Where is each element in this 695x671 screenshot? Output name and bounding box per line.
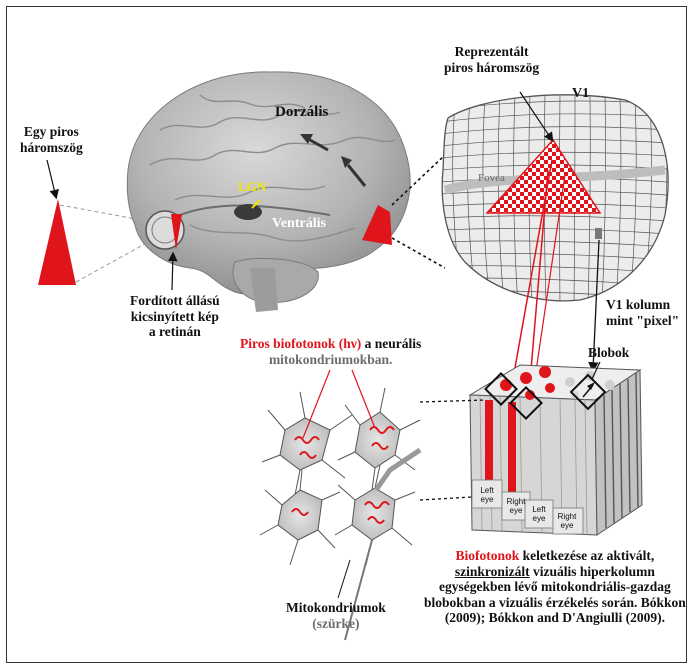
bottom-caption-underlined: szinkronizált: [455, 564, 530, 579]
eye-label-4: Right eye: [554, 512, 580, 530]
stimulus-title-line1: Egy piros: [20, 124, 83, 140]
v1-column-label: V1 kolumn mint "pixel": [606, 297, 679, 328]
biophotons-rest-text: a neurális: [361, 336, 421, 351]
projection-line-bottom: [76, 240, 152, 282]
represented-line1: Reprezentált: [444, 44, 539, 60]
mitochondria-label: Mitokondriumok (szürke): [286, 600, 386, 631]
hypercolumn-block: [470, 365, 642, 535]
bottom-caption-line1: Biofotonok keletkezése az aktivált,: [424, 548, 686, 564]
red-blob-5: [545, 383, 555, 393]
zoom-line-bottom: [392, 238, 445, 268]
stimulus-triangle: [38, 199, 76, 285]
retina-caption-line3: a retinán: [130, 324, 220, 340]
fovea-label: Fovea: [478, 172, 505, 185]
eye-label-3: Left eye: [526, 505, 552, 523]
red-column-1: [485, 400, 493, 485]
eye: [146, 211, 184, 250]
bottom-caption-line2-rest: vizuális hiperkolumn: [530, 564, 655, 579]
dorsal-label: Dorzális: [275, 104, 328, 121]
lgn-nucleus: [234, 204, 262, 220]
lgn-label: LGN: [238, 180, 266, 195]
stimulus-title-line2: háromszög: [20, 140, 83, 156]
mitochondria-label-line1: Mitokondriumok: [286, 600, 386, 616]
biophotons-caption: Piros biofotonok (hν) a neurális mitokon…: [240, 336, 421, 367]
biophotons-caption-line1: Piros biofotonok (hν) a neurális: [240, 336, 421, 352]
represented-label: Reprezentált piros háromszög: [444, 44, 539, 75]
bottom-caption-red: Biofotonok: [456, 548, 520, 563]
bottom-caption: Biofotonok keletkezése az aktivált, szin…: [424, 548, 686, 626]
red-blob-3: [539, 366, 551, 378]
v1-label: V1: [572, 86, 589, 102]
biophotons-caption-line2: mitokondriumokban.: [240, 352, 421, 368]
bottom-caption-line4: blobokban a vizuális érzékelés során. Bó…: [424, 595, 686, 611]
mitochondria-label-line2: (szürke): [286, 616, 386, 632]
pointer-line-mitochondria: [338, 560, 350, 598]
v1-column-pixel: [595, 228, 602, 239]
bottom-caption-line1-rest: keletkezése az aktivált,: [519, 548, 654, 563]
v1-column-line2: mint "pixel": [606, 313, 679, 329]
retina-caption: Fordított állású kicsinyített kép a reti…: [130, 293, 220, 340]
red-column-2: [508, 402, 516, 497]
v1-map: [440, 93, 680, 306]
brain-illustration: [127, 72, 410, 312]
dotted-link-lower: [420, 497, 472, 500]
blobs-label: Blobok: [588, 345, 629, 361]
represented-line2: piros háromszög: [444, 60, 539, 76]
pointer-line-title: [47, 160, 56, 197]
red-blob-2: [520, 372, 532, 384]
eye-label-1: Left eye: [474, 486, 500, 504]
retina-caption-line2: kicsinyített kép: [130, 309, 220, 325]
retina-caption-line1: Fordított állású: [130, 293, 220, 309]
bottom-caption-line2: szinkronizált vizuális hiperkolumn: [424, 564, 686, 580]
biophotons-red-text: Piros biofotonok (hν): [240, 336, 361, 351]
v1-column-line1: V1 kolumn: [606, 297, 679, 313]
bottom-caption-line5: (2009); Bókkon and D'Angiulli (2009).: [424, 610, 686, 626]
bottom-caption-line3: egységekben lévő mitokondriális-gazdag: [424, 579, 686, 595]
ventral-label: Ventrális: [272, 216, 326, 232]
red-blob-1: [500, 379, 512, 391]
stimulus-title: Egy piros háromszög: [20, 124, 83, 155]
